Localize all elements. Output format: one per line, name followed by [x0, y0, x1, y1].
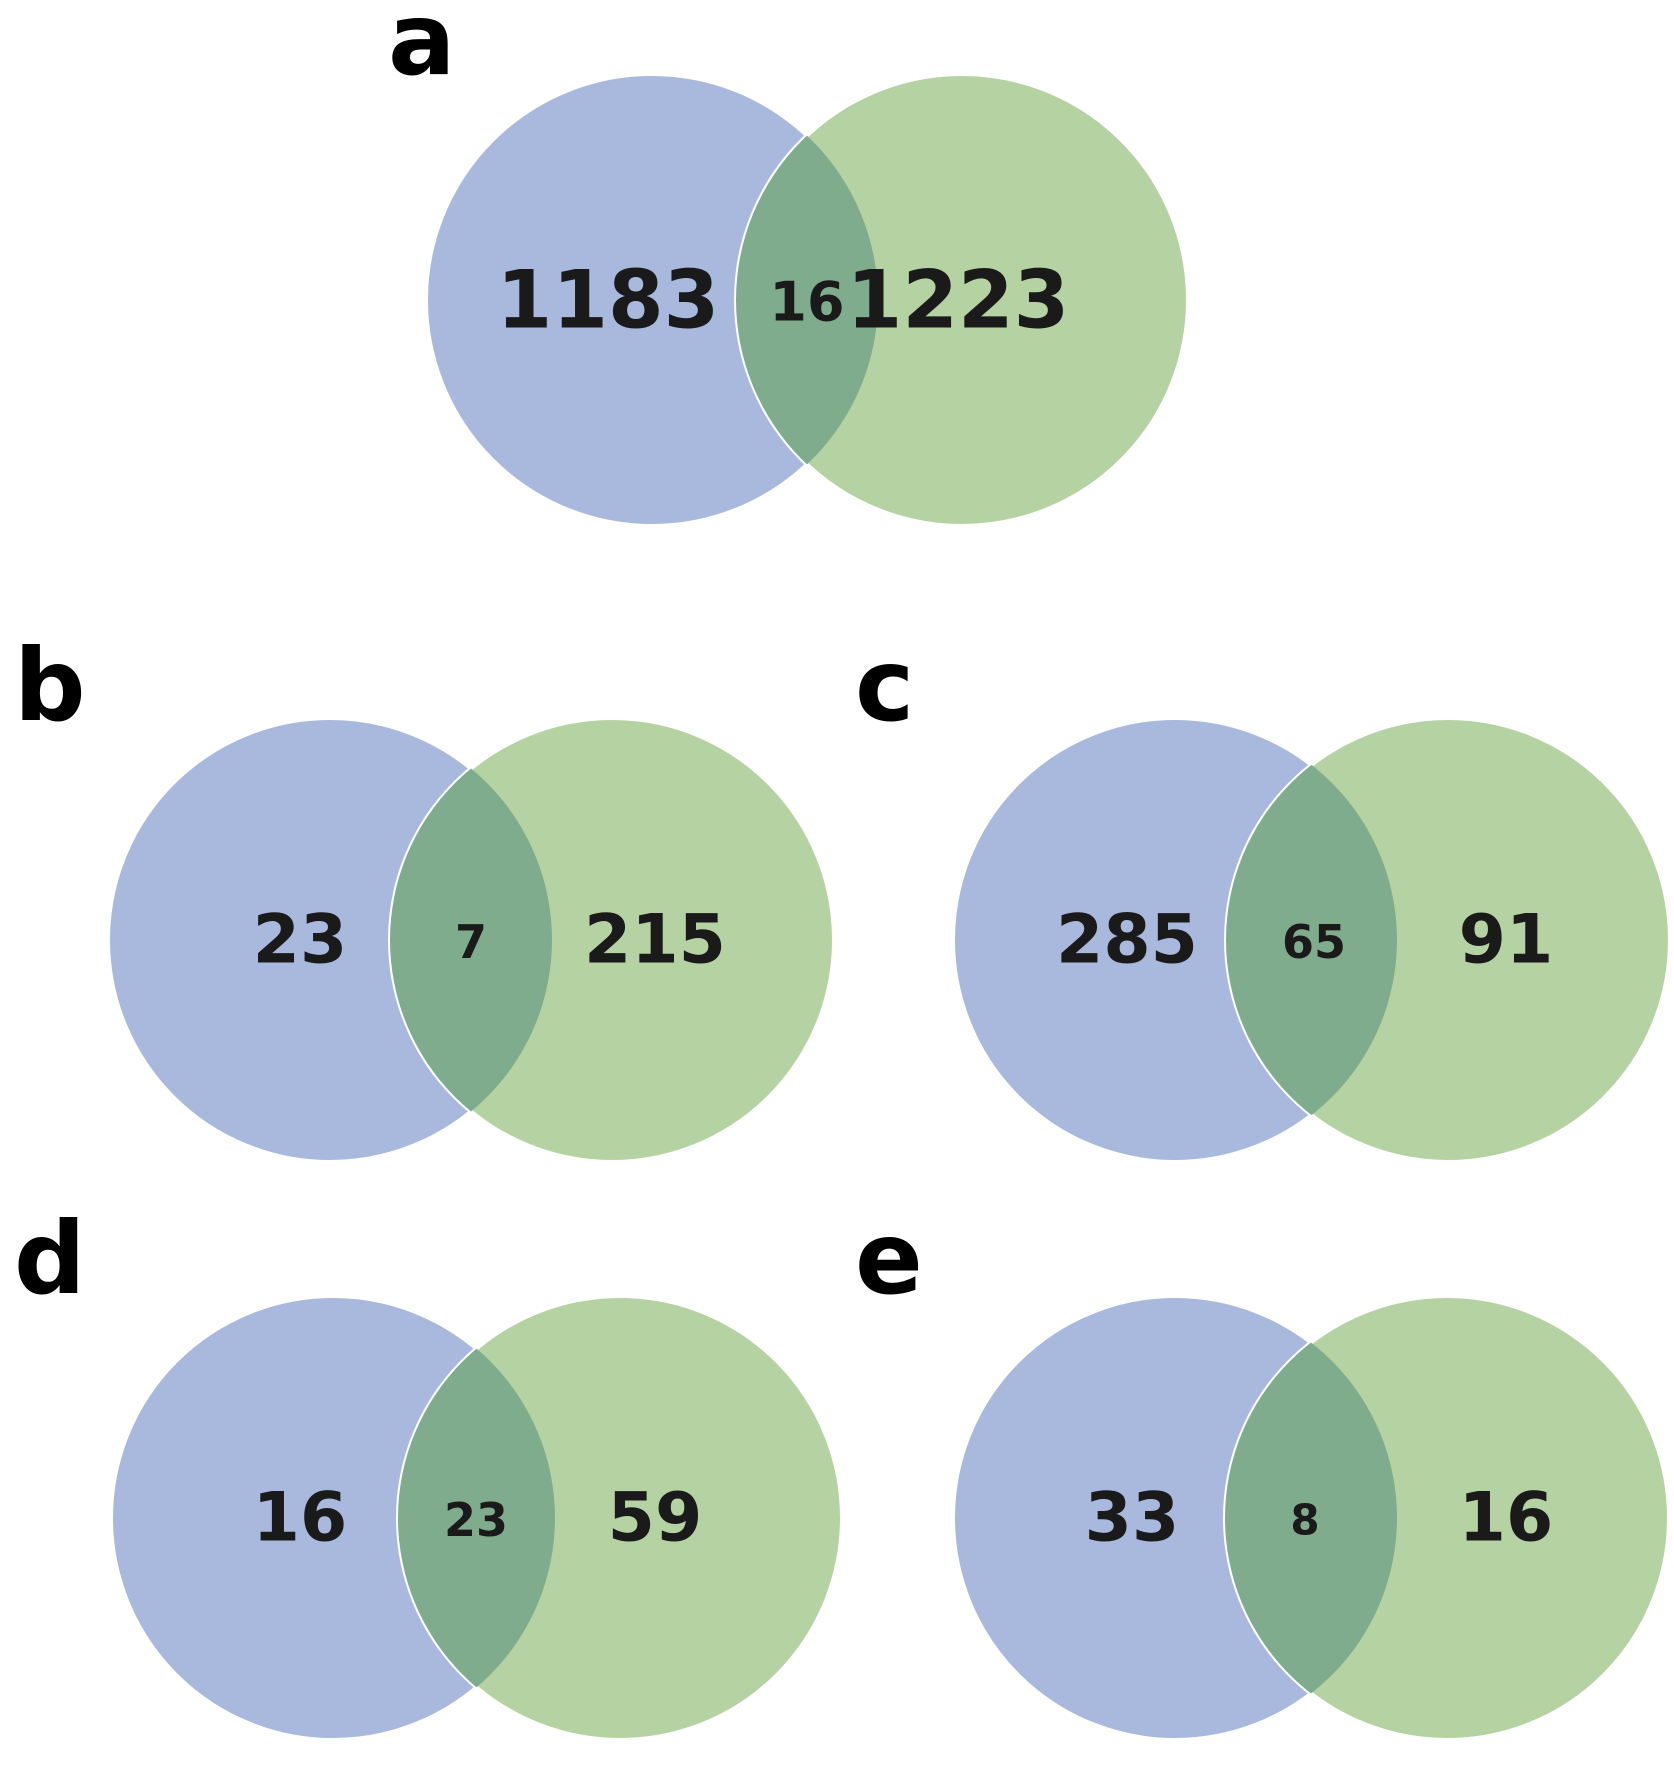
venn-panel-e: e 33 8 16 [855, 1200, 1671, 1742]
right-count-e: 16 [1459, 1479, 1554, 1558]
left-count-d: 16 [253, 1479, 348, 1558]
venn-panel-c: c 285 65 91 [855, 627, 1672, 1164]
panel-label-c: c [855, 627, 914, 744]
intersection-region-e [1225, 1296, 1397, 1740]
intersection-count-e: 8 [1290, 1496, 1319, 1545]
intersection-region-c [1226, 718, 1397, 1162]
intersection-region-d [398, 1296, 555, 1740]
venn-panel-d: d 16 23 59 [14, 1200, 844, 1742]
panel-label-e: e [855, 1200, 923, 1317]
panel-label-b: b [14, 627, 86, 744]
intersection-count-d: 23 [444, 1493, 508, 1547]
intersection-count-a: 16 [769, 271, 844, 334]
left-count-e: 33 [1085, 1479, 1180, 1558]
right-count-b: 215 [584, 901, 726, 980]
intersection-count-c: 65 [1282, 915, 1346, 969]
panel-label-a: a [388, 0, 455, 98]
intersection-region-b [390, 718, 552, 1162]
left-count-b: 23 [253, 901, 348, 980]
right-count-a: 1223 [847, 254, 1070, 347]
right-count-d: 59 [608, 1479, 703, 1558]
right-count-c: 91 [1459, 901, 1554, 980]
left-count-a: 1183 [497, 254, 720, 347]
venn-panel-b: b 23 7 215 [14, 627, 836, 1164]
venn-panel-a: a 1183 16 1223 [388, 0, 1190, 528]
left-count-c: 285 [1056, 901, 1198, 980]
intersection-count-b: 7 [455, 915, 487, 969]
panel-label-d: d [14, 1200, 86, 1317]
